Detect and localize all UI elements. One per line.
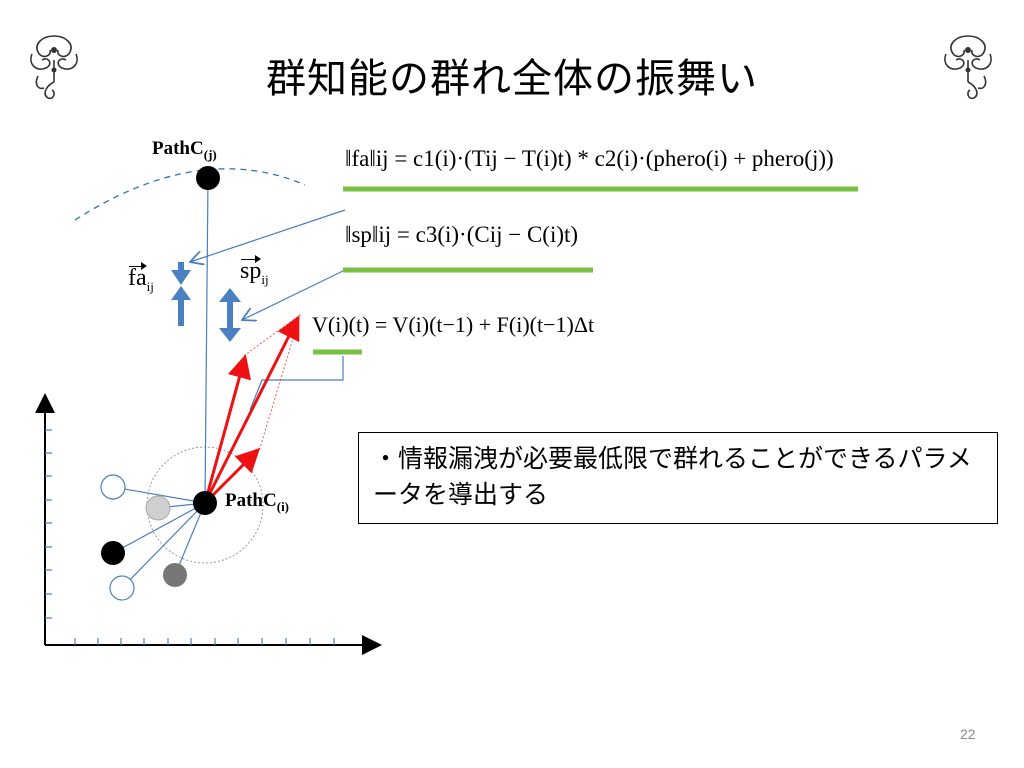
node-neighbor-lightgray [145, 495, 171, 521]
resultant-vector [203, 315, 300, 504]
fa-leader-line [190, 209, 346, 262]
fa-formula: ‖fa‖ij = c1(i)·(Tij − T(i)t) * c2(i)·(ph… [345, 146, 834, 171]
previous-velocity-vector [203, 354, 252, 504]
sp-separation-arrow [219, 288, 241, 342]
sp-vector-label: spij [240, 255, 269, 287]
node-neighbor-gray [163, 563, 187, 587]
node-neighbor-white-2 [109, 575, 135, 601]
velocity-formula: V(i)(t) = V(i)(t−1) + F(i)(t−1)Δt [312, 312, 595, 337]
x-axis-ticks [74, 638, 335, 645]
node-neighbor-white-1 [100, 474, 126, 500]
left-ornament-icon [24, 30, 84, 110]
node-neighbor-black [101, 541, 125, 565]
velocity-vectors [203, 315, 300, 505]
page-number: 22 [960, 726, 976, 742]
node-pathc-i [193, 491, 217, 515]
pathc-j-label: PathC(j) [152, 138, 217, 162]
fa-attraction-arrows [171, 262, 191, 326]
fa-vector-label: faij [128, 262, 154, 294]
connection-lines [112, 177, 209, 589]
y-axis-ticks [45, 429, 52, 619]
pathc-i-label: PathC(i) [225, 490, 290, 514]
right-ornament-icon [938, 30, 998, 110]
coordinate-axes [35, 393, 382, 655]
slide-title: 群知能の群れ全体の振舞い [266, 56, 758, 102]
force-vector [203, 447, 261, 505]
neighborhood-arc [74, 168, 306, 221]
sp-leader-line [242, 269, 346, 320]
velocity-leader-line [249, 356, 344, 411]
note-box: ・情報漏洩が必要最低限で群れることができるパラメータを導出する [358, 432, 998, 524]
force-parallelogram [204, 313, 301, 505]
node-pathc-j [196, 166, 220, 190]
sp-formula: ‖sp‖ij = c3(i)·(Cij − C(i)t) [345, 222, 579, 247]
